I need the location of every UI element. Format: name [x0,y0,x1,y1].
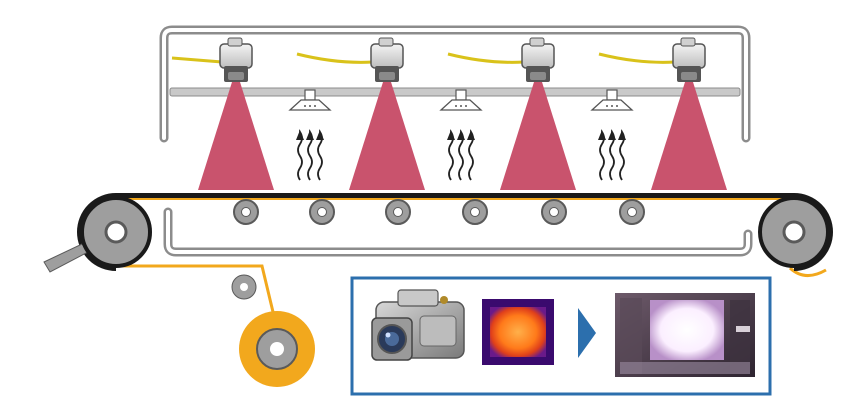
vent-dot [465,105,467,107]
ir-cone-2 [349,82,425,190]
heater-lens-2 [379,72,395,80]
idler-roller-hub [549,207,559,217]
heat-wave-arrowhead [467,130,475,140]
idler-roller-hub [393,207,403,217]
ir-emitter-device-icon [371,289,465,361]
ir-heaters [171,37,706,82]
right-drive-roller [758,196,830,268]
inset-panel [350,276,772,396]
vent-neck-3 [606,89,618,101]
left-drive-roller [43,196,152,273]
idler-roller-2 [309,199,335,225]
vent-neck-2 [455,89,467,101]
idler-roller-1 [233,199,259,225]
heat-wave-arrowhead [306,130,314,140]
ir-heater-4 [598,37,706,82]
ir-cone-3 [500,82,576,190]
heat-wave-arrowhead [447,130,455,140]
heater-lens-3 [530,72,546,80]
heat-wave-group-3 [598,129,626,181]
vent-dot [304,105,306,107]
vent-dot [460,105,462,107]
heater-body-1 [219,43,253,69]
heater-lens-1 [228,72,244,80]
heat-wave-arrowhead [618,130,626,140]
lower-frame [163,207,753,257]
ir-heater-2 [296,37,404,82]
idler-rollers [233,199,645,225]
exhaust-vent-1 [288,89,332,111]
idler-roller-6 [619,199,645,225]
idler-roller-hub [241,207,251,217]
vent-dot [455,105,457,107]
heat-wave-group-1 [296,129,324,181]
heat-wave-group-2 [447,129,475,181]
vent-dot [309,105,311,107]
heater-cable-3 [447,52,525,64]
heat-waves [296,129,626,181]
glowing-panel-photo-icon [615,293,755,377]
conveyor-belt [77,193,833,271]
heater-lens-4 [681,72,697,80]
heat-wave-arrowhead [457,130,465,140]
heater-cap-1 [227,37,243,47]
vent-dot [611,105,613,107]
heater-body-4 [672,43,706,69]
idler-roller-3 [385,199,411,225]
thermal-image-icon [482,299,554,365]
cross-beam [169,87,741,97]
heater-body-3 [521,43,555,69]
heat-wave-arrowhead [598,130,606,140]
exhaust-vents [288,89,634,111]
ir-cone-4 [651,82,727,190]
vent-dot [616,105,618,107]
idler-roller-hub [627,207,637,217]
heater-cap-3 [529,37,545,47]
ir-cone-1 [198,82,274,190]
idler-roller-hub [470,207,480,217]
idler-roller-5 [541,199,567,225]
heater-cable-2 [296,52,374,64]
upper-frame [159,25,751,143]
vent-neck-1 [304,89,316,101]
vent-dot [606,105,608,107]
exhaust-vent-3 [590,89,634,111]
idler-roller-4 [462,199,488,225]
heat-wave-arrowhead [296,130,304,140]
chevron-right-icon [578,308,596,358]
heat-wave-arrowhead [316,130,324,140]
heater-body-2 [370,43,404,69]
heater-cap-2 [378,37,394,47]
heat-wave-arrowhead [608,130,616,140]
heater-cable-1 [171,56,223,64]
idler-roller-hub [317,207,327,217]
heater-cable-4 [598,52,676,64]
material-reel [239,311,315,387]
heater-cap-4 [680,37,696,47]
ir-heater-3 [447,37,555,82]
exhaust-vent-2 [439,89,483,111]
vent-dot [314,105,316,107]
ir-cones [198,82,727,190]
guide-roller [231,274,257,300]
ir-heater-1 [171,37,253,82]
